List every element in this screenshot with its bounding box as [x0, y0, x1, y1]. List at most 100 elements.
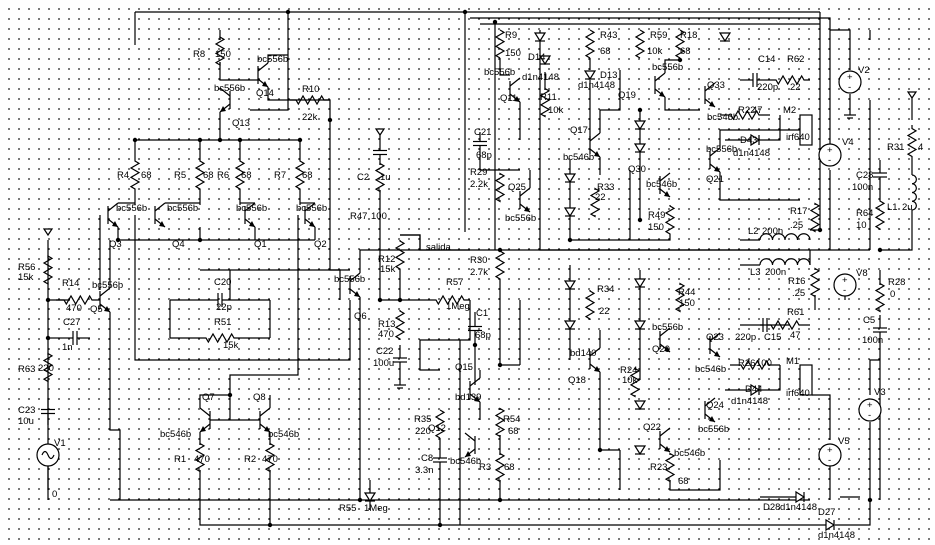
- diode-d10: [563, 173, 577, 184]
- label-l3: L3: [750, 267, 761, 278]
- label-r17v: .25: [790, 220, 803, 231]
- junction-dot: [132, 137, 138, 143]
- label-d27v: d1n4148: [818, 530, 855, 541]
- label-r43: R43: [600, 30, 617, 41]
- label-q5t: bc556b: [92, 280, 123, 291]
- label-r43v: 68: [600, 46, 611, 57]
- label-l2: L2: [748, 226, 759, 237]
- label-q18t: bd140: [570, 348, 596, 359]
- label-m2t: irf640: [786, 132, 810, 143]
- label-r28v: 0: [890, 289, 895, 300]
- resistor-r63: [42, 352, 54, 383]
- wire: [219, 62, 260, 81]
- transistor-q17: [589, 132, 601, 142]
- transistor-q5: [99, 287, 111, 297]
- label-q17t: bc546b: [563, 152, 594, 163]
- label-c8: C8: [421, 453, 433, 464]
- label-q6: Q6: [354, 311, 367, 322]
- wire: [599, 372, 620, 451]
- wire: [400, 234, 470, 251]
- transistor-q5: [104, 306, 110, 312]
- label-r49v: 150: [648, 222, 664, 233]
- plus-sign: +: [827, 445, 833, 456]
- label-q1t: bc556b: [236, 203, 267, 214]
- label-r57: R57: [446, 277, 463, 288]
- label-q15: Q15: [455, 362, 473, 373]
- junction-dot: [497, 497, 503, 503]
- label-q13t: bc556b: [214, 83, 245, 94]
- label-r62: R62: [787, 54, 804, 65]
- resistor-r2: [264, 442, 276, 473]
- label-d27: D27: [818, 507, 835, 518]
- label-r18: R18: [680, 30, 697, 41]
- label-c2v: 1u: [380, 172, 391, 183]
- label-q21t: bc556b: [706, 144, 737, 155]
- label-r22: R22: [738, 105, 755, 116]
- label-c1v: 68p: [475, 330, 491, 341]
- label-r8v: 150: [215, 49, 231, 60]
- label-c28: C28: [856, 170, 873, 181]
- label-d14v: d1n4148: [522, 72, 559, 83]
- label-r13v: 470: [378, 329, 394, 340]
- diode-d28-top: [718, 32, 732, 43]
- mosfet-m2: [799, 114, 813, 146]
- wire: [719, 129, 800, 148]
- label-r31: R31: [887, 142, 904, 153]
- label-r54: R54: [503, 414, 520, 425]
- wire: [812, 394, 831, 440]
- wire: [117, 227, 315, 241]
- transistor-q11: [509, 77, 521, 87]
- diode-d44: [750, 383, 761, 397]
- diode-d9: [563, 320, 577, 331]
- junction-dot: [197, 237, 203, 243]
- transistor-q2: [304, 202, 316, 212]
- label-r5v: 68: [203, 170, 214, 181]
- label-r18v: 68: [680, 46, 691, 57]
- label-r3v: 68: [504, 462, 515, 473]
- junction-dot: [377, 297, 383, 303]
- label-v3: V3: [874, 387, 886, 398]
- junction-dot: [677, 57, 683, 63]
- label-r2: R2: [244, 454, 256, 465]
- label-r59v: 10k: [647, 46, 663, 57]
- plus-sign: +: [867, 400, 873, 411]
- resistor-r47: [374, 162, 386, 193]
- label-r63v: 220: [38, 363, 54, 374]
- resistor-r26: [730, 359, 780, 371]
- plus-sign: +: [827, 145, 833, 156]
- label-r16: R16: [788, 276, 805, 287]
- label-r47v: 100: [371, 211, 387, 222]
- label-gnd: 0: [52, 489, 57, 500]
- diode-d27: [825, 518, 836, 532]
- diode-d12: [563, 207, 577, 218]
- resistor-r17: [809, 202, 821, 233]
- resistor-r51: [170, 332, 270, 344]
- label-l2v: 200n: [762, 226, 783, 237]
- wire: [250, 12, 289, 111]
- label-r29: R29: [470, 167, 487, 178]
- resistor-r59: [634, 29, 646, 59]
- label-r51: R51: [214, 317, 231, 328]
- wire: [329, 120, 350, 271]
- label-r4v: 68: [141, 170, 152, 181]
- label-q14: Q14: [256, 88, 274, 99]
- label-r64v: 10: [856, 220, 867, 231]
- label-r56: R56: [18, 262, 35, 273]
- wire: [134, 215, 351, 361]
- resistor-r54: [494, 407, 506, 438]
- label-l3v: 200n: [765, 267, 786, 278]
- label-l1v: 2u: [902, 202, 913, 213]
- label-q20: Q20: [652, 344, 670, 355]
- transistor-q18: [594, 366, 600, 372]
- label-v2: V2: [858, 65, 870, 76]
- label-q30: Q30: [628, 164, 646, 175]
- junction-dot: [637, 217, 643, 223]
- label-v1: V1: [54, 438, 66, 449]
- label-q6t: bc556b: [334, 274, 365, 285]
- transistor-q3: [107, 202, 119, 212]
- wire: [570, 235, 671, 241]
- plus-sign: +: [842, 275, 848, 286]
- wire: [479, 155, 520, 171]
- resistor-r23: [664, 452, 676, 483]
- transistor-q4: [154, 202, 166, 212]
